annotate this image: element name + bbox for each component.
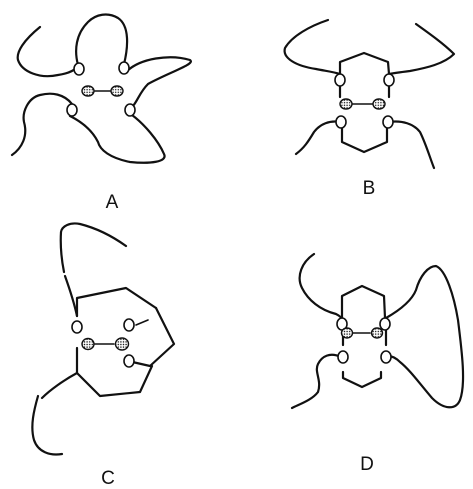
panel-d-ring-bottom <box>343 372 381 387</box>
panel-a-strand-lower-right <box>70 115 165 163</box>
panel-a-oxygen-4 <box>125 104 135 116</box>
panel-d-strand-right-loop <box>386 266 463 407</box>
panel-c-ring-bottom <box>77 366 152 396</box>
panel-b-oxygen-1 <box>335 74 345 86</box>
panel-c-oxygen-2 <box>124 319 134 331</box>
panel-b: B <box>285 20 454 199</box>
panel-c-oxygen-1 <box>72 321 82 333</box>
panel-b-strand-lower-right <box>389 121 434 168</box>
panel-c-oxygen-3 <box>124 355 134 367</box>
panel-c-label: C <box>101 468 115 489</box>
panel-b-oxygen-2 <box>384 74 394 86</box>
panel-a-strand-left <box>12 94 72 155</box>
panel-d-oxygen-4 <box>381 351 391 363</box>
panel-a-label: A <box>106 192 119 213</box>
panel-a-metal-ion-1 <box>82 86 94 96</box>
panel-d-oxygen-3 <box>338 351 348 363</box>
panel-c-stub-upper <box>136 320 148 325</box>
panel-a-strand-upper-left <box>18 15 127 77</box>
panel-d: D <box>292 254 463 475</box>
panel-b-strand-upper-left <box>285 20 340 74</box>
panel-c-ring-right <box>128 308 174 366</box>
panel-c: C <box>32 223 174 489</box>
panel-a-oxygen-3 <box>67 104 77 116</box>
panel-d-metal-ion-2 <box>372 328 383 338</box>
panel-c-ring-top <box>77 288 156 316</box>
panel-d-oxygen-2 <box>380 318 390 330</box>
panel-b-ring-top <box>340 53 389 74</box>
panel-b-metal-ion-1 <box>340 99 352 109</box>
panel-a-metal-ion-2 <box>111 86 123 96</box>
panel-a: A <box>12 15 191 213</box>
panel-b-label: B <box>363 178 376 199</box>
panel-c-strand-bottom <box>32 373 77 454</box>
panel-d-strand-upper-left <box>300 254 342 320</box>
panel-c-strand-top <box>61 223 126 272</box>
panel-b-metal-ion-2 <box>373 99 385 109</box>
panel-d-label: D <box>360 454 374 475</box>
panel-a-oxygen-2 <box>119 62 129 74</box>
panel-a-oxygen-1 <box>74 63 84 75</box>
panel-c-metal-ion-2 <box>116 338 129 350</box>
panel-d-ring-top <box>342 286 385 318</box>
panel-b-strand-upper-right <box>389 24 454 74</box>
panel-c-strand-top-diagonal <box>65 276 77 316</box>
panel-b-oxygen-4 <box>383 116 393 128</box>
panel-c-metal-ion-1 <box>82 339 94 350</box>
panel-d-strand-lower-left <box>292 355 341 408</box>
panel-b-ring-bottom <box>342 128 387 152</box>
panel-d-metal-ion-1 <box>342 328 353 338</box>
panel-b-strand-lower-left <box>296 121 340 154</box>
panel-b-oxygen-3 <box>336 116 346 128</box>
panel-a-strand-right <box>126 57 191 106</box>
